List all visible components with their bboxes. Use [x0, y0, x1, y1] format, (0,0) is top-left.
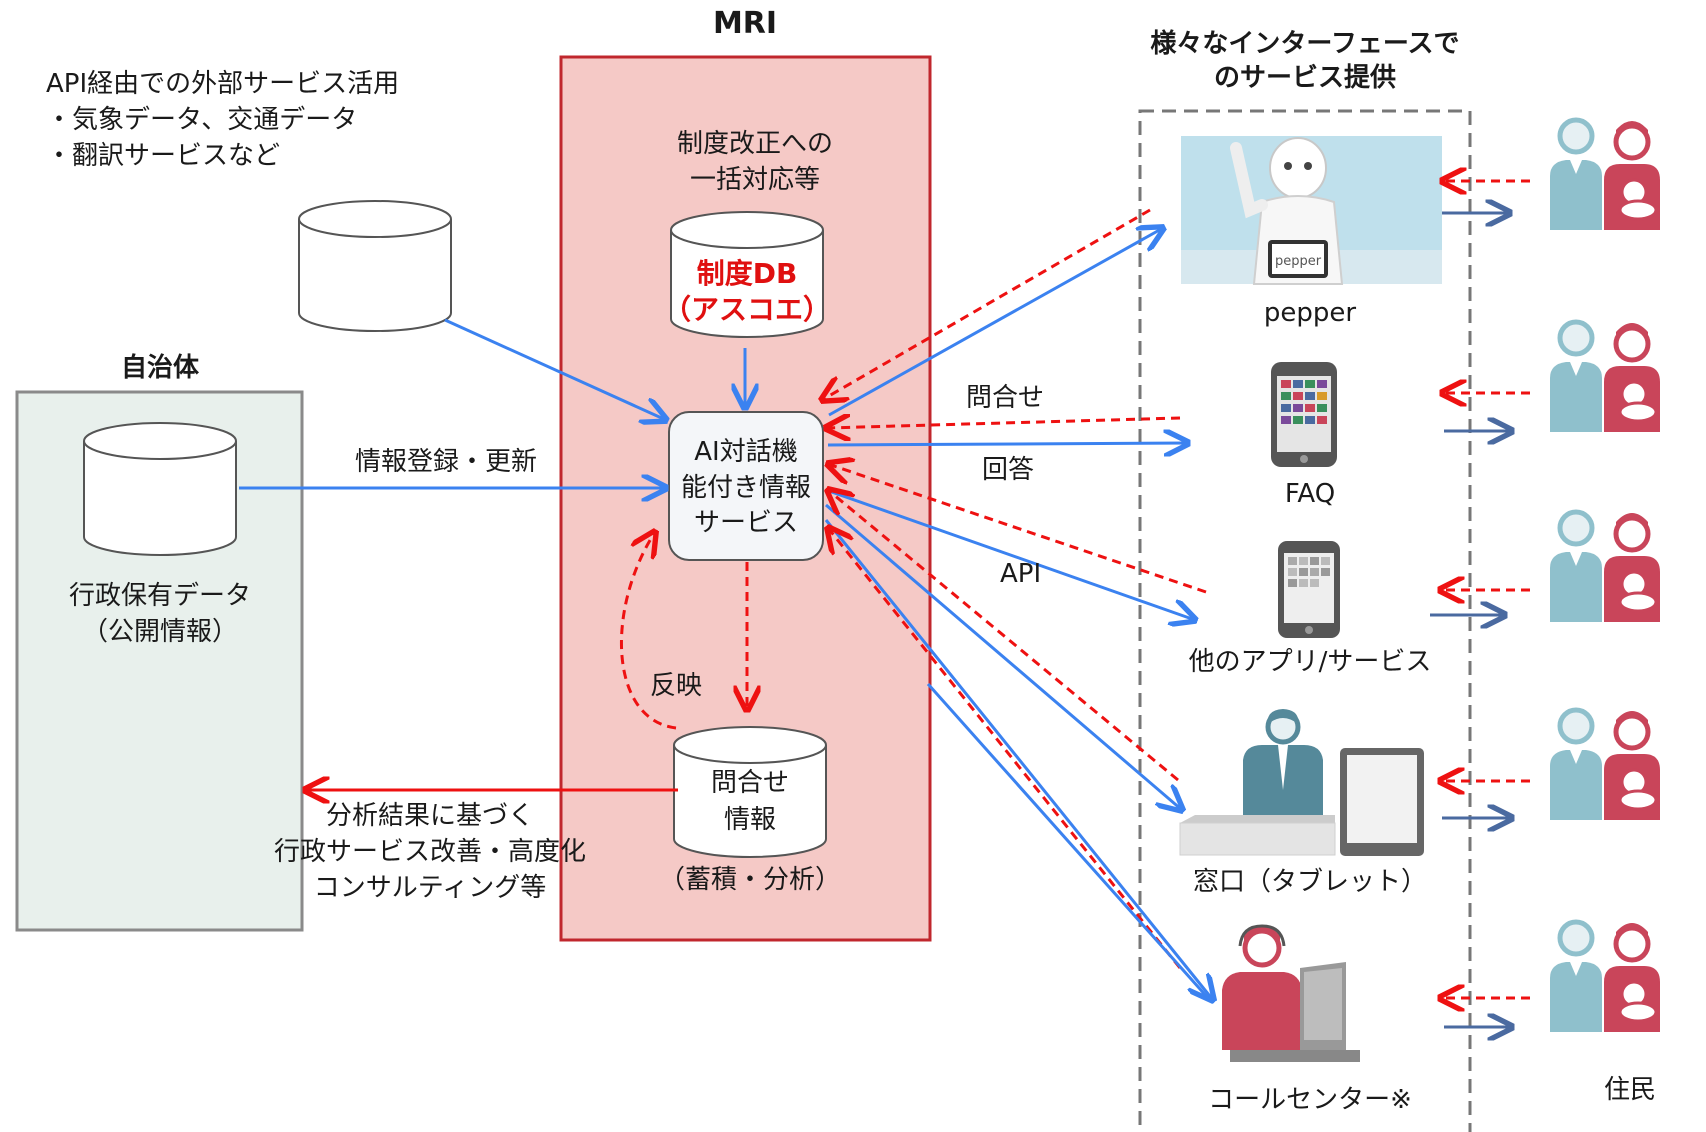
seido-db-label: 制度DB — [696, 257, 798, 290]
arrow-answer-callcenter — [824, 519, 1213, 1000]
municipality-title: 自治体 — [120, 353, 199, 383]
pepper-screen-label: pepper — [1275, 254, 1322, 269]
batch-note-line2: 一括対応等 — [689, 165, 820, 195]
municipality-db-cylinder — [83, 422, 237, 556]
resident-pair-icon — [1550, 512, 1660, 622]
interfaces-title-line2: のサービス提供 — [1213, 63, 1396, 93]
inquiry-note: （蓄積・分析） — [658, 865, 841, 895]
arrow-inquiry-app — [828, 464, 1207, 594]
external-line2: ・気象データ、交通データ — [46, 105, 358, 135]
register-label: 情報登録・更新 — [355, 447, 538, 477]
ai-service-line3: サービス — [693, 508, 798, 538]
ai-service-line1: AI対話機 — [694, 437, 798, 467]
inquiry-flow-label: 問合せ — [966, 383, 1045, 413]
arrow-answer-counter — [825, 503, 1182, 810]
interface-faq-label: FAQ — [1284, 479, 1336, 509]
resident-pair-icon — [1550, 120, 1660, 230]
answer-flow-label: 回答 — [982, 455, 1035, 485]
pepper-image: pepper — [1181, 136, 1442, 285]
feedback-line1: 分析結果に基づく — [325, 801, 534, 831]
municipality-data-line1: 行政保有データ — [68, 581, 251, 611]
resident-pair-icon — [1550, 922, 1660, 1032]
external-line1: API経由での外部サービス活用 — [46, 69, 400, 99]
municipality-data-line2: （公開情報） — [81, 617, 238, 647]
inquiry-db-line1: 問合せ — [710, 768, 789, 798]
counter-staff-icon — [1179, 709, 1424, 856]
arrow-inquiry-pepper — [822, 208, 1151, 400]
arrow-reflect — [620, 532, 677, 730]
inquiry-db-line2: 情報 — [723, 805, 776, 835]
callcenter-operator-icon — [1222, 924, 1360, 1062]
interfaces-title-line1: 様々なインターフェースで — [1150, 29, 1460, 59]
inquiry-db-cylinder — [673, 726, 827, 858]
external-line3: ・翻訳サービスなど — [46, 141, 281, 171]
arrow-answer-app — [825, 488, 1195, 620]
arrow-answer-pepper — [828, 228, 1163, 417]
seido-db-cylinder — [670, 211, 824, 338]
external-db-cylinder — [298, 200, 452, 332]
resident-arrows — [1430, 181, 1530, 1027]
arrow-external-to-ai — [444, 318, 666, 420]
smartphone-app-icon — [1278, 541, 1340, 638]
interface-counter-label: 窓口（タブレット） — [1192, 867, 1427, 897]
resident-pair-icon — [1550, 710, 1660, 820]
batch-note-line1: 制度改正への — [676, 129, 833, 159]
residents-label: 住民 — [1603, 1075, 1656, 1105]
arrow-answer-faq — [827, 443, 1188, 445]
arrow-inquiry-callcenter — [828, 528, 1182, 969]
reflect-label: 反映 — [650, 671, 703, 701]
interface-callcenter-label: コールセンター※ — [1208, 1085, 1412, 1115]
arrow-inquiry-counter — [828, 490, 1179, 782]
feedback-line2: 行政サービス改善・高度化 — [273, 837, 586, 867]
ai-service-line2: 能付き情報 — [680, 473, 811, 503]
api-flow-label: API — [1000, 559, 1042, 589]
smartphone-faq-icon — [1271, 362, 1337, 467]
interfaces-box — [1138, 109, 1472, 1132]
arrow-answer-callcenter-2 — [926, 683, 1210, 999]
seido-db-sublabel: （アスコエ） — [662, 293, 831, 326]
interface-pepper-label: pepper — [1263, 298, 1357, 328]
interface-app-label: 他のアプリ/サービス — [1188, 647, 1432, 677]
mri-title: MRI — [712, 6, 778, 41]
feedback-line3: コンサルティング等 — [313, 873, 547, 903]
resident-pair-icon — [1550, 322, 1660, 432]
